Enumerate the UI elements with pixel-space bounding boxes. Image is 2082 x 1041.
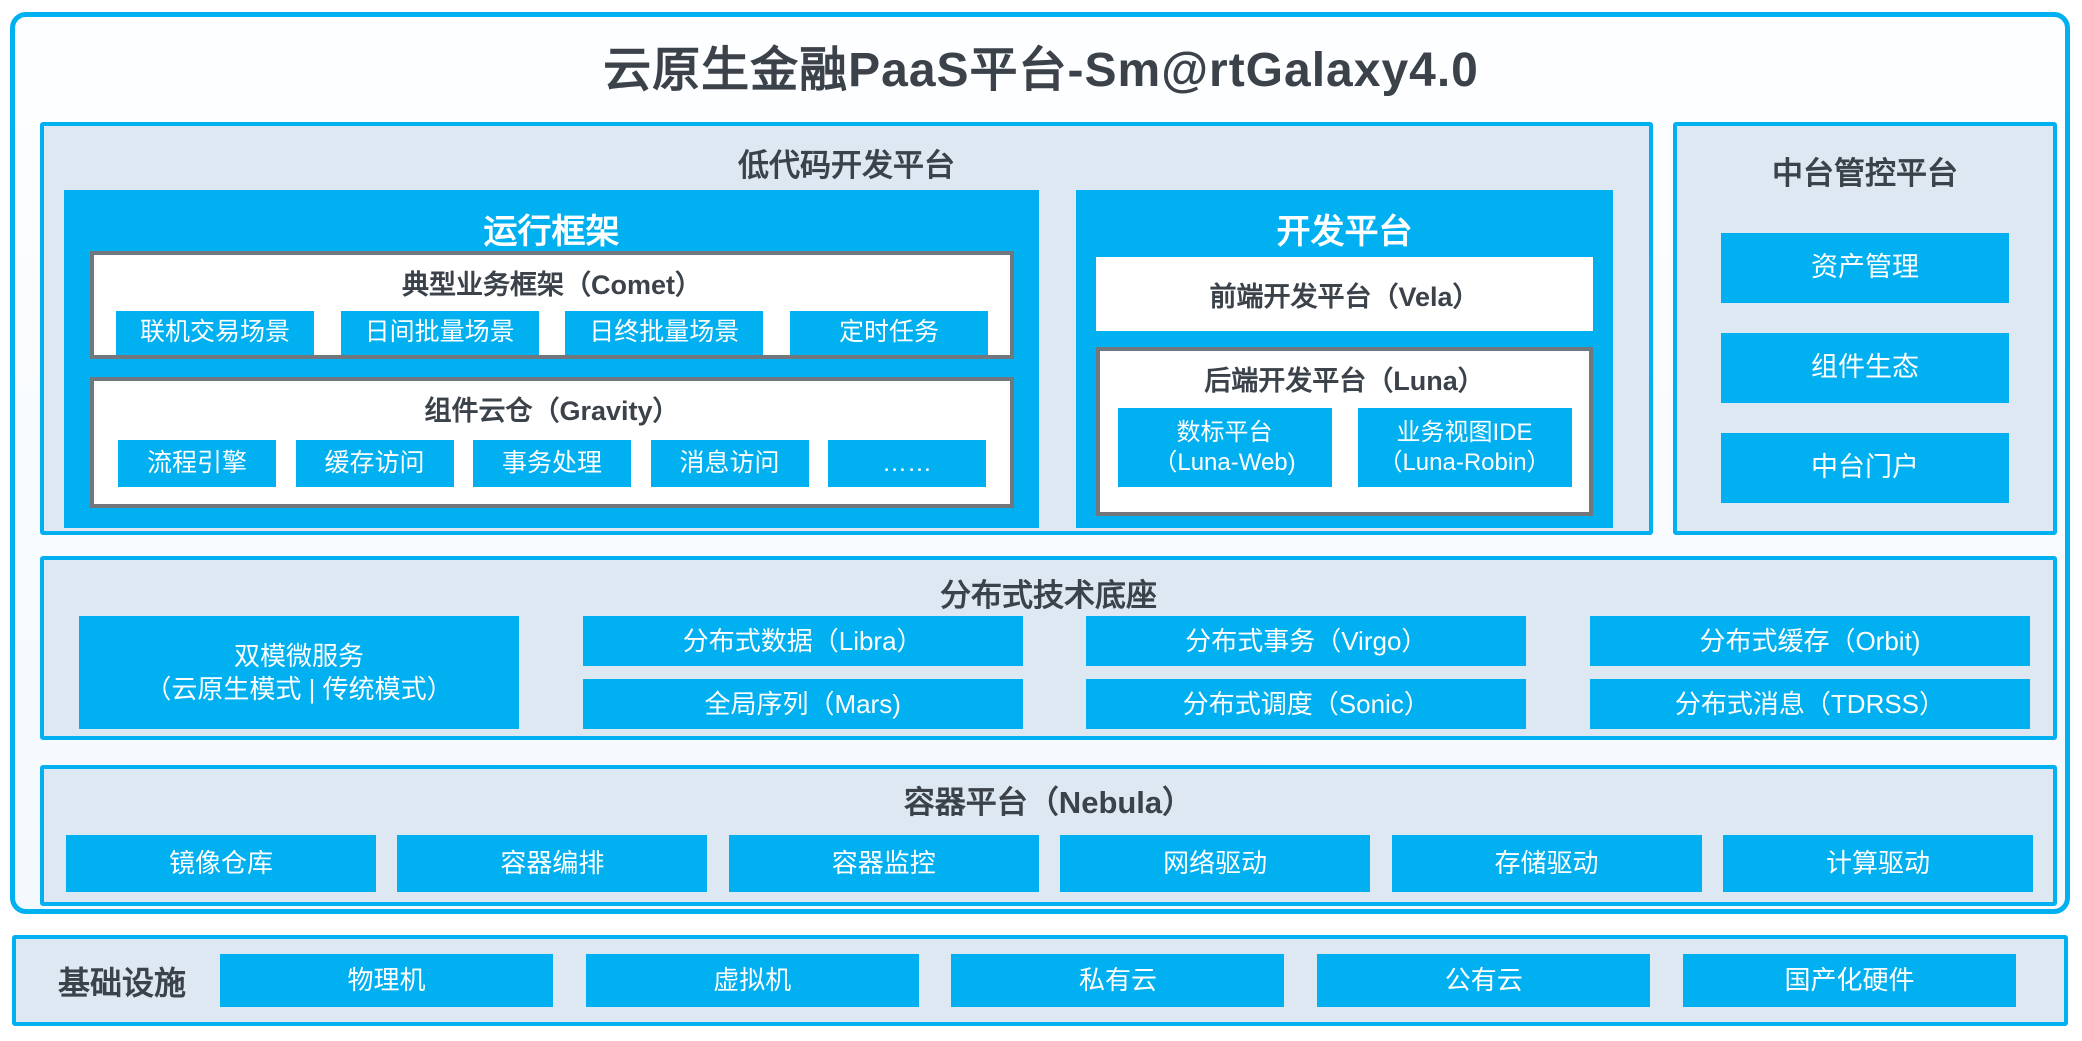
node-physical-machine: 物理机	[220, 954, 554, 1007]
container-node-row: 镜像仓库 容器编排 容器监控 网络驱动 存储驱动 计算驱动	[66, 835, 2033, 892]
comet-node-row: 联机交易场景 日间批量场景 日终批量场景 定时任务	[116, 311, 988, 355]
distributed-column-3: 分布式缓存（Orbit) 分布式消息（TDRSS）	[1589, 616, 2030, 729]
dev-platform-title: 开发平台	[1276, 213, 1413, 251]
node-dual-microservice: 双模微服务 （云原生模式 | 传统模式）	[79, 616, 519, 729]
box-gravity-warehouse: 组件云仓（Gravity） 流程引擎 缓存访问 事务处理 消息访问 ……	[90, 377, 1014, 508]
luna-robin-line1: 业务视图IDE	[1396, 418, 1533, 446]
distributed-column-1: 分布式数据（Libra） 全局序列（Mars)	[582, 616, 1023, 729]
dual-microservice-line2: （云原生模式 | 传统模式）	[145, 673, 453, 704]
node-eod-batch: 日终批量场景	[565, 311, 764, 355]
node-vela-frontend: 前端开发平台（Vela）	[1096, 257, 1593, 331]
luna-web-line1: 数标平台	[1176, 418, 1273, 446]
node-ellipsis: ……	[828, 440, 986, 487]
panel-container-platform: 容器平台（Nebula） 镜像仓库 容器编排 容器监控 网络驱动 存储驱动 计算…	[40, 765, 2057, 906]
node-mars-sequence: 全局序列（Mars)	[582, 679, 1023, 729]
box-luna-backend: 后端开发平台（Luna） 数标平台 （Luna-Web) 业务视图IDE （Lu…	[1096, 347, 1593, 516]
runtime-framework-title: 运行框架	[483, 213, 620, 251]
node-sonic-scheduling: 分布式调度（Sonic）	[1086, 679, 1527, 729]
lowcode-title: 低代码开发平台	[738, 148, 955, 183]
panel-distributed-base: 分布式技术底座 双模微服务 （云原生模式 | 传统模式） 分布式数据（Libra…	[40, 556, 2057, 740]
luna-web-line2: （Luna-Web)	[1153, 448, 1296, 476]
dual-microservice-line1: 双模微服务	[233, 641, 364, 671]
node-libra-data: 分布式数据（Libra）	[582, 616, 1023, 666]
infrastructure-label: 基础设施	[58, 964, 187, 1001]
box-comet-framework: 典型业务框架（Comet） 联机交易场景 日间批量场景 日终批量场景 定时任务	[90, 251, 1014, 359]
node-orbit-cache: 分布式缓存（Orbit)	[1589, 616, 2030, 666]
node-tdrss-message: 分布式消息（TDRSS）	[1589, 679, 2030, 729]
midplatform-title: 中台管控平台	[1772, 156, 1958, 191]
node-online-trading: 联机交易场景	[116, 311, 314, 355]
luna-title: 后端开发平台（Luna）	[1204, 366, 1485, 396]
node-timed-task: 定时任务	[789, 311, 988, 355]
page-title: 云原生金融PaaS平台-Sm@rtGalaxy4.0	[603, 44, 1479, 97]
node-compute-driver: 计算驱动	[1722, 835, 2033, 892]
luna-node-row: 数标平台 （Luna-Web) 业务视图IDE （Luna-Robin）	[1100, 408, 1589, 487]
distributed-node-row: 双模微服务 （云原生模式 | 传统模式） 分布式数据（Libra） 全局序列（M…	[79, 616, 2030, 729]
panel-dev-platform: 开发平台 前端开发平台（Vela） 后端开发平台（Luna） 数标平台 （Lun…	[1076, 190, 1613, 528]
comet-title: 典型业务框架（Comet）	[401, 270, 702, 300]
container-platform-title: 容器平台（Nebula）	[903, 785, 1194, 820]
node-midplatform-portal: 中台门户	[1721, 433, 2009, 503]
node-container-orchestration: 容器编排	[397, 835, 708, 892]
node-daytime-batch: 日间批量场景	[340, 311, 539, 355]
node-virtual-machine: 虚拟机	[585, 954, 919, 1007]
node-luna-robin: 业务视图IDE （Luna-Robin）	[1357, 408, 1572, 487]
node-luna-web: 数标平台 （Luna-Web)	[1117, 408, 1332, 487]
luna-robin-line2: （Luna-Robin）	[1378, 448, 1551, 476]
node-domestic-hardware: 国产化硬件	[1682, 954, 2016, 1007]
distributed-column-2: 分布式事务（Virgo） 分布式调度（Sonic）	[1086, 616, 1527, 729]
node-component-ecosystem: 组件生态	[1721, 333, 2009, 403]
panel-midplatform-control: 中台管控平台 资产管理 组件生态 中台门户	[1673, 122, 2057, 535]
node-private-cloud: 私有云	[951, 954, 1285, 1007]
infrastructure-node-row: 物理机 虚拟机 私有云 公有云 国产化硬件	[220, 954, 2016, 1007]
panel-runtime-framework: 运行框架 典型业务框架（Comet） 联机交易场景 日间批量场景 日终批量场景 …	[64, 190, 1039, 528]
distributed-title: 分布式技术底座	[940, 578, 1157, 613]
gravity-node-row: 流程引擎 缓存访问 事务处理 消息访问 ……	[118, 440, 986, 487]
midplatform-node-stack: 资产管理 组件生态 中台门户	[1677, 233, 2053, 503]
node-storage-driver: 存储驱动	[1391, 835, 1702, 892]
panel-lowcode-platform: 低代码开发平台 运行框架 典型业务框架（Comet） 联机交易场景 日间批量场景…	[40, 122, 1653, 535]
node-virgo-transaction: 分布式事务（Virgo）	[1086, 616, 1527, 666]
node-container-monitoring: 容器监控	[728, 835, 1039, 892]
node-message-access: 消息访问	[650, 440, 809, 487]
node-public-cloud: 公有云	[1317, 954, 1651, 1007]
node-image-repository: 镜像仓库	[66, 835, 376, 892]
node-network-driver: 网络驱动	[1060, 835, 1371, 892]
node-process-engine: 流程引擎	[118, 440, 276, 487]
gravity-title: 组件云仓（Gravity）	[424, 396, 680, 426]
node-transaction-processing: 事务处理	[473, 440, 631, 487]
panel-infrastructure: 基础设施 物理机 虚拟机 私有云 公有云 国产化硬件	[12, 935, 2068, 1026]
node-cache-access: 缓存访问	[295, 440, 454, 487]
node-asset-management: 资产管理	[1721, 233, 2009, 303]
